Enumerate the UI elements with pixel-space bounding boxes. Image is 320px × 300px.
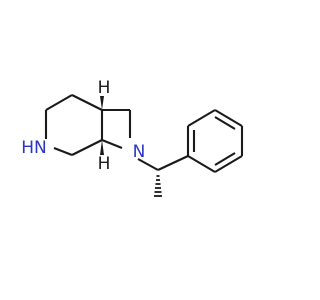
bond-ring-c4-c5 (71, 139, 103, 156)
wedge-bond-top-h (100, 96, 104, 110)
molecule-canvas: HN N H H (21, 78, 244, 197)
bond-phenyl-3 (214, 109, 243, 127)
bond-phenyl-5 (214, 155, 243, 173)
bond-ring-c5-nh (53, 147, 73, 156)
wedge-bond-bottom-h (100, 140, 104, 155)
bond-chiral-carbon-to-phenyl (157, 155, 189, 171)
bond-phenyl-2 (187, 109, 216, 127)
atom-label-n-ring: HN (21, 138, 47, 158)
bond-azetidine-bottom (101, 139, 123, 149)
atom-label-h-bottom: H (98, 154, 111, 174)
bond-ring-c1-c2 (45, 94, 73, 111)
atom-label-h-top: H (98, 78, 111, 98)
bond-phenyl-inner-b (214, 116, 236, 130)
molecule-structure: HN N H H (21, 78, 244, 197)
hashed-bond-methyl (154, 175, 162, 197)
atom-label-n-azetidine: N (133, 142, 146, 162)
bond-ring-c2-c3 (71, 94, 103, 111)
bond-phenyl-6 (187, 155, 216, 173)
bond-n-to-chiral-carbon (137, 158, 159, 171)
bond-phenyl-inner-c (214, 152, 236, 166)
